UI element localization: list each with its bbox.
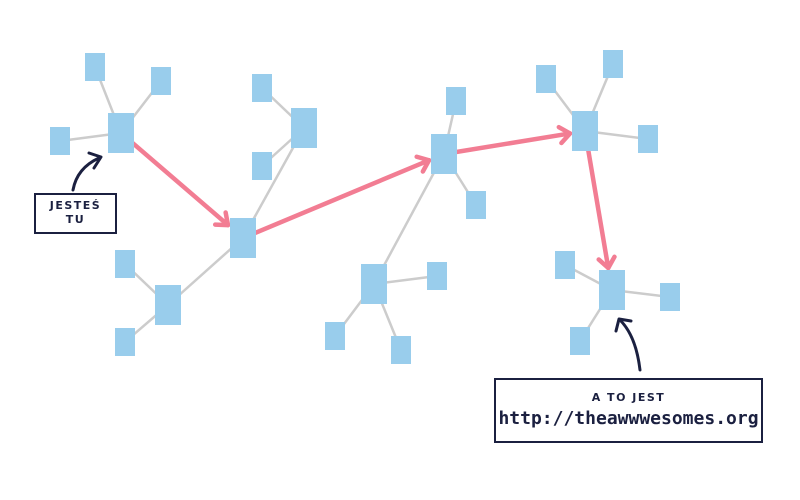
leaf-node <box>638 125 658 153</box>
hub-node <box>599 270 625 310</box>
curved-arrow-icon <box>618 318 642 372</box>
path-segment <box>441 131 573 157</box>
leaf-node <box>446 87 466 115</box>
hub-node <box>431 134 457 174</box>
pointer-arrows <box>71 151 642 372</box>
hub-node <box>230 218 256 258</box>
leaf-node <box>391 336 411 364</box>
graph-nodes <box>50 50 680 364</box>
path-segment <box>582 128 611 271</box>
leaf-node <box>115 250 135 278</box>
arrowhead-icon <box>556 124 573 146</box>
leaf-node <box>660 283 680 311</box>
path-segment <box>118 130 231 228</box>
you-are-here-line2: TU <box>65 213 86 226</box>
target-label-caption: A TO JEST <box>591 391 666 404</box>
leaf-node <box>252 152 272 180</box>
graph-edge <box>372 153 446 285</box>
you-are-here-label: JESTEŚ TU <box>34 193 117 234</box>
arrowhead-icon <box>596 254 617 271</box>
hub-node <box>361 264 387 304</box>
leaf-node <box>570 327 590 355</box>
leaf-node <box>252 74 272 102</box>
arrowhead-icon <box>414 154 432 174</box>
path-segment <box>240 158 432 241</box>
hub-node <box>155 285 181 325</box>
leaf-node <box>555 251 575 279</box>
leaf-node <box>85 53 105 81</box>
graph-edges <box>59 63 671 351</box>
curved-arrow-icon <box>87 151 103 170</box>
hub-node <box>108 113 134 153</box>
arrowhead-icon <box>212 210 231 228</box>
highlighted-path <box>118 124 617 271</box>
target-label: A TO JEST http://theawwwesomes.org <box>494 378 763 443</box>
leaf-node <box>466 191 486 219</box>
leaf-node <box>115 328 135 356</box>
curved-arrow-icon <box>71 156 101 192</box>
hub-node <box>291 108 317 148</box>
leaf-node <box>536 65 556 93</box>
hub-node <box>572 111 598 151</box>
target-label-url: http://theawwwesomes.org <box>498 408 759 429</box>
leaf-node <box>603 50 623 78</box>
leaf-node <box>325 322 345 350</box>
curved-arrow-icon <box>614 317 633 333</box>
leaf-node <box>427 262 447 290</box>
you-are-here-line1: JESTEŚ <box>49 199 102 212</box>
leaf-node <box>50 127 70 155</box>
leaf-node <box>151 67 171 95</box>
